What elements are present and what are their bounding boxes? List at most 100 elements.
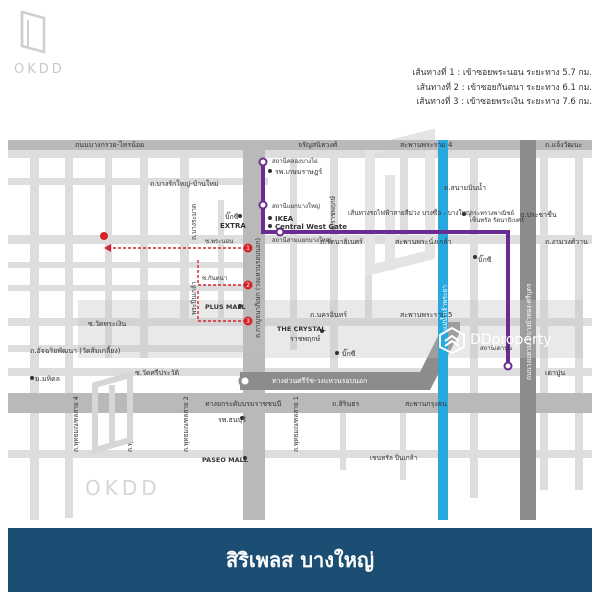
station-marker-3	[275, 227, 285, 237]
label-ratchaphruek: ถ.ราชพฤกษ์	[329, 195, 337, 230]
label-wat-sri-prawat: ซ.วัดศรีประวัติ	[135, 369, 180, 377]
label-taopoon: เตาปูน	[545, 369, 565, 377]
label-sirindhorn: ถ.สิรินธร	[332, 400, 360, 408]
label-purple-line: เส้นทางรถไฟฟ้าสายสีม่วง บางซื่อ - บางใหญ…	[348, 208, 472, 217]
poi-dot	[268, 169, 272, 173]
label-kaew-ngam: ถนนวงแหวน 2 บางบัวทอง-ศรีบุตร	[525, 283, 533, 380]
label-big-c-2: บิ๊กซี	[342, 348, 356, 358]
label-big-c: บิ๊กซี	[225, 211, 239, 221]
label-ikea: IKEA	[275, 215, 294, 223]
label-chao-phraya: แม่น้ำเจ้าพระยา	[440, 285, 449, 330]
label-wat-phra-ngoen: ซ.วัดพระเงิน	[88, 320, 126, 328]
route-legend: เส้นทางที่ 1 : เข้าซอยพระนอน ระยะทาง 5.7…	[292, 66, 593, 110]
okdd-logo-icon	[20, 10, 46, 54]
route-marker-label-1: 1	[246, 245, 250, 252]
route-2	[197, 258, 246, 286]
label-soi-2: ถ.พุทธมณฑลสาย 2	[182, 396, 190, 452]
label-rattanathibet: ถ.รัตนาธิเบศร์	[320, 238, 363, 246]
poi-dot	[268, 224, 272, 228]
label-charansanitwong: จรัญสนิทวงศ์	[298, 141, 338, 149]
label-ngamwongwan: ถ.งามวงศ์วาน	[545, 238, 588, 246]
label-kasemrad: รพ.เกษมราษฎร์	[275, 168, 322, 176]
roundabout	[238, 374, 252, 388]
poi-dot	[462, 212, 466, 216]
label-wat-bang-phai: ถ.อัจฉริยพัฒนา (วัดส้มเกลี้ยง)	[30, 344, 121, 355]
label-paseo-mall: PASEO MALL	[202, 456, 248, 464]
route-marker-1	[243, 243, 253, 253]
poi-dot	[240, 416, 244, 420]
label-bang-ramat: ถ.บางระมาด	[190, 204, 198, 240]
routes	[108, 247, 246, 322]
label-thonburi-hospital: รพ.ธนบุรี	[218, 416, 246, 424]
label-phra-non: ซ.พระนอน	[205, 238, 233, 245]
label-expressway: ทางด่วนศรีรัช-วงแหวนรอบนอก	[272, 377, 367, 385]
label-kantana: ซ.กันตนา	[202, 275, 227, 282]
poi-dot	[30, 376, 34, 380]
poi-dot	[320, 329, 324, 333]
label-nakhon-in: ถ.นครอินทร์	[310, 311, 347, 319]
label-ministry: กระทรวงพาณิชย์	[470, 209, 514, 217]
label-the-crystal: THE CRYSTAL	[277, 325, 326, 333]
route-marker-3	[243, 316, 253, 326]
legend-route-1: เส้นทางที่ 1 : เข้าซอยพระนอน ระยะทาง 5.7…	[412, 68, 593, 78]
ddproperty-icon	[439, 326, 465, 354]
project-location-marker	[100, 232, 108, 240]
station-marker-1	[258, 157, 268, 167]
poi-dot	[473, 255, 477, 259]
poi-dot	[238, 304, 242, 308]
label-soi-1: ถ.พุทธมณฑลสาย 1	[292, 396, 300, 452]
expressway	[240, 322, 460, 390]
label-rama4-bridge: สะพานพระราม 4	[400, 141, 453, 149]
overlay-band	[78, 300, 583, 358]
legend-route-3: เส้นทางที่ 3 : เข้าซอยพระเงิน ระยะทาง 7.…	[416, 97, 592, 107]
label-soi-8: ถ.พุทธมณฑลสาย 4	[72, 396, 80, 452]
poi-dot	[335, 351, 339, 355]
station-marker-2	[258, 200, 268, 210]
station-marker-4	[503, 361, 513, 371]
route-marker-label-3: 3	[246, 318, 250, 325]
label-bangkruai: ถนนบางกรวย-ไทรน้อย	[75, 140, 144, 149]
label-krungthon-bridge: สะพานกรุงธน	[405, 400, 447, 408]
label-tao-poon-station: สถานีเตาปูน	[480, 344, 512, 352]
purple-line-stations	[258, 157, 513, 371]
label-station-bangyai: สถานีแยกบางใหญ่	[272, 202, 320, 210]
label-plus-mall: PLUS MALL	[205, 303, 246, 311]
label-kanchana: ถ.กาญจนาภิเษก (วงแหวนรอบนอก)	[254, 238, 262, 338]
chao-phraya-river	[438, 140, 448, 520]
label-station-klong-bangphai: สถานีคลองบางไผ่	[272, 157, 318, 165]
poi-dots	[30, 169, 477, 460]
poi-dot	[243, 456, 247, 460]
purple-line	[261, 162, 510, 366]
label-phranangklao: สะพานพระนั่งเกล้า	[395, 237, 452, 246]
label-prachachuen: ถ.ประชาชื่น	[520, 210, 557, 219]
route-marker-2	[243, 280, 253, 290]
label-sanambinnam: ถ.สนามบินน้ำ	[444, 181, 486, 192]
label-chaengwattana: ถ.แจ้งวัฒนะ	[545, 141, 583, 149]
okdd-watermark-text: OKDD	[85, 476, 161, 500]
okdd-logo: OKDD	[14, 8, 74, 78]
route-arrowhead	[104, 244, 111, 252]
okdd-watermark-icon	[92, 371, 133, 454]
label-rama5-bridge: สะพานพระราม 5	[400, 311, 452, 319]
label-pin-klao: พระปิ่นเกล้า	[189, 281, 198, 315]
label-central-westgate: Central West Gate	[275, 223, 347, 231]
poi-dot	[268, 216, 272, 220]
label-boromaratchachonnani: ทางยกระดับบรมราชชนนี	[205, 400, 282, 408]
project-title: สิริเพลส บางใหญ่	[225, 548, 375, 572]
legend-route-2: เส้นทางที่ 2 : เข้าซอยกันตนา ระยะทาง 6.1…	[416, 82, 592, 93]
label-bangyai: ถ.บางรักใหญ่-บ้านใหม่	[150, 179, 219, 188]
label-central-pinklao: เซนทรัล ปิ่นเกล้า	[370, 453, 418, 462]
label-ratchaphruek-sub: ราชพฤกษ์	[290, 335, 321, 343]
label-central-rattanathibet: เซ็นทรัล รัตนาธิเบศร์	[470, 215, 525, 224]
okdd-logo-text: OKDD	[14, 62, 65, 77]
route-marker-label-2: 2	[246, 282, 250, 289]
footer-banner: สิริเพลส บางใหญ่	[8, 528, 592, 592]
kaew-ngam-road	[520, 140, 536, 520]
poi-dot	[238, 214, 242, 218]
route-number-markers	[243, 243, 253, 326]
ddproperty-watermark: DDproperty	[438, 325, 552, 355]
label-big-c-3: บิ๊กซี	[478, 254, 492, 264]
label-extra: EXTRA	[220, 222, 246, 230]
label-mahidol: ม.มหิดล	[35, 375, 60, 383]
